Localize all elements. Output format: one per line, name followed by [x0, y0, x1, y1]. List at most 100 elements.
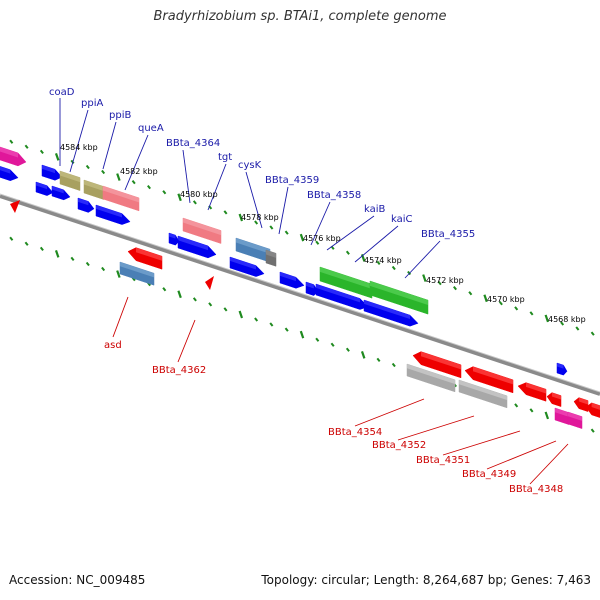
gene-feature-shine: [320, 267, 372, 290]
tick-mark: [238, 213, 244, 222]
tick-mark: [453, 286, 457, 291]
gene-label[interactable]: BBta_4362: [152, 365, 206, 376]
leader-line: [278, 186, 289, 235]
tick-mark: [101, 169, 106, 175]
tick-mark: [238, 310, 244, 319]
gene-label[interactable]: ppiB: [109, 110, 131, 121]
gene-feature-shine: [526, 382, 546, 394]
tick-mark: [85, 261, 90, 267]
tick-mark: [269, 225, 274, 230]
gene-feature-shine: [103, 186, 139, 203]
leader-line: [442, 430, 521, 456]
gene-label[interactable]: BBta_4349: [462, 469, 516, 480]
leader-line: [404, 240, 441, 279]
gene-label[interactable]: BBta_4355: [421, 229, 475, 240]
tick-mark: [223, 307, 228, 312]
kbp-label: 4576 kbp: [303, 234, 341, 243]
tick-mark: [9, 236, 14, 241]
tick-mark: [9, 139, 14, 144]
leader-line: [112, 296, 129, 338]
tick-mark: [407, 270, 412, 276]
kbp-label: 4582 kbp: [120, 167, 158, 176]
tick-mark: [24, 241, 29, 246]
kbp-label: 4580 kbp: [180, 190, 218, 199]
gene-feature-shine: [0, 166, 11, 174]
gene-label[interactable]: ppiA: [81, 98, 103, 109]
gene-label[interactable]: asd: [104, 340, 122, 351]
leader-line: [102, 121, 117, 170]
tick-mark: [192, 200, 197, 205]
tick-mark: [208, 302, 213, 307]
gene-feature-shine: [316, 284, 360, 303]
tick-mark: [116, 173, 121, 181]
leader-line: [529, 443, 569, 485]
gene-feature-shine: [78, 198, 89, 206]
gene-feature-shine: [555, 408, 569, 417]
kbp-label: 4578 kbp: [241, 213, 279, 222]
leader-line: [354, 225, 399, 263]
gene-feature-shine: [42, 165, 55, 174]
gene-feature-shine: [551, 392, 561, 400]
gene-feature-shine: [557, 363, 564, 369]
gene-feature-shine: [459, 380, 507, 401]
gene-label[interactable]: BBta_4364: [166, 138, 220, 149]
gene-label[interactable]: BBta_4352: [372, 440, 426, 451]
tick-mark: [315, 337, 320, 342]
tick-mark: [162, 190, 167, 195]
tick-mark: [39, 246, 44, 251]
tick-mark: [54, 250, 60, 258]
gene-feature-shine: [169, 233, 176, 239]
gene-label[interactable]: coaD: [49, 87, 75, 98]
tick-mark: [315, 240, 320, 245]
gene-feature-shine: [473, 366, 513, 385]
leader-line: [182, 149, 191, 204]
leader-line: [310, 201, 331, 246]
tick-mark: [345, 347, 350, 352]
genome-backbone: [0, 194, 600, 396]
tick-mark: [101, 266, 106, 272]
leader-line: [245, 171, 263, 229]
gene-feature-shine: [0, 146, 18, 158]
tick-mark: [192, 297, 197, 302]
kbp-label: 4572 kbp: [426, 276, 464, 285]
gene-feature-shine: [370, 281, 428, 306]
gene-label[interactable]: BBta_4348: [509, 484, 563, 495]
tick-mark: [514, 306, 519, 311]
map-title: Bradyrhizobium sp. BTAi1, complete genom…: [153, 9, 447, 24]
tick-mark: [529, 311, 534, 316]
gene-label[interactable]: queA: [138, 123, 164, 134]
kbp-labels: 4584 kbp 4582 kbp 4580 kbp 4578 kbp 4576…: [60, 143, 586, 324]
tick-mark: [345, 250, 350, 255]
tick-mark: [177, 290, 182, 299]
tick-mark: [422, 274, 427, 282]
tick-mark: [70, 256, 75, 262]
tick-mark: [575, 326, 580, 331]
tick-mark: [360, 350, 366, 359]
gene-feature: [205, 276, 214, 290]
leader-line: [124, 134, 149, 191]
gene-label[interactable]: tgt: [218, 152, 232, 163]
tick-mark: [544, 411, 550, 420]
gene-label[interactable]: BBta_4359: [265, 175, 319, 186]
gene-label[interactable]: kaiC: [391, 214, 413, 225]
gene-label[interactable]: BBta_4358: [307, 190, 361, 201]
gene-label[interactable]: BBta_4354: [328, 427, 382, 438]
gene-label[interactable]: BBta_4351: [416, 455, 470, 466]
gene-feature-shine: [120, 262, 154, 278]
leader-line: [397, 415, 475, 441]
tick-mark: [483, 294, 488, 303]
tick-mark: [24, 144, 29, 149]
tick-mark: [284, 327, 289, 332]
gene-label[interactable]: kaiB: [364, 204, 386, 215]
tick-mark: [254, 220, 259, 225]
tick-mark: [330, 342, 335, 347]
tick-mark: [560, 321, 565, 326]
kbp-label: 4570 kbp: [487, 295, 525, 304]
tick-mark: [468, 291, 473, 296]
tick-mark: [39, 149, 44, 154]
tick-mark: [376, 357, 381, 363]
gene-label[interactable]: cysK: [238, 160, 262, 171]
tick-mark: [590, 428, 595, 433]
tick-mark: [284, 230, 289, 235]
label-leaders: [59, 98, 569, 485]
